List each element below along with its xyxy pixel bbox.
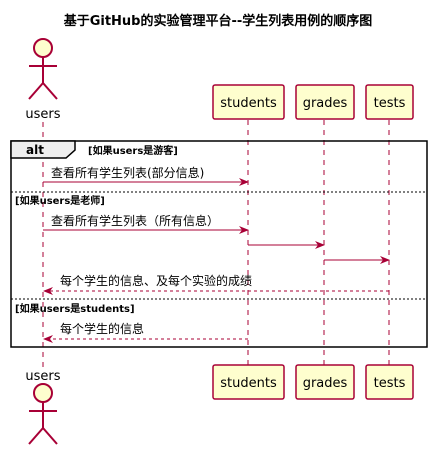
participant-grades-bottom: grades <box>295 364 355 400</box>
actor-name-top: users <box>25 107 60 122</box>
participant-box <box>365 364 414 400</box>
actor-right-leg <box>42 82 58 100</box>
message-1: 查看所有学生列表(部分信息) <box>43 165 249 186</box>
actor-left-leg <box>28 82 44 100</box>
participant-box <box>295 364 355 400</box>
diagram-title: 基于GitHub的实验管理平台--学生列表用例的顺序图 <box>63 13 373 29</box>
guard-teacher: [如果users是老师] <box>15 194 105 207</box>
participant-label: students <box>220 96 277 111</box>
participant-box <box>212 364 285 400</box>
message-label: 每个学生的信息、及每个实验的成绩 <box>60 273 252 288</box>
message-2: 查看所有学生列表（所有信息） <box>43 213 249 234</box>
message-label: 查看所有学生列表(部分信息) <box>51 165 204 180</box>
participant-box <box>295 84 355 120</box>
participant-box <box>212 84 285 120</box>
alt-tab <box>10 140 76 159</box>
actor-left-leg <box>28 427 44 445</box>
actor-right-leg <box>42 427 58 445</box>
actor-name-bottom: users <box>25 369 60 384</box>
guard-student: [如果users是students] <box>15 302 135 315</box>
actor-head <box>33 383 53 403</box>
participant-students-bottom: students <box>212 364 285 400</box>
participant-label: grades <box>303 376 348 391</box>
participant-box <box>365 84 414 120</box>
actor-users-bottom <box>28 383 58 445</box>
guard-visitor: [如果users是游客] <box>88 144 178 157</box>
alt-fragment: alt [如果users是游客] [如果users是老师] [如果users是s… <box>10 140 428 348</box>
participant-tests-top: tests <box>365 84 414 120</box>
message-5: 每个学生的信息、及每个实验的成绩 <box>43 273 389 295</box>
message-label: 查看所有学生列表（所有信息） <box>51 213 219 228</box>
actor-users-top <box>28 38 58 100</box>
participant-label: students <box>220 376 277 391</box>
alt-keyword: alt <box>26 143 44 157</box>
alt-frame <box>10 140 428 348</box>
message-label: 每个学生的信息 <box>60 321 144 336</box>
message-6: 每个学生的信息 <box>43 321 248 343</box>
participant-label: tests <box>374 376 406 391</box>
participant-label: tests <box>374 96 406 111</box>
participant-label: grades <box>303 96 348 111</box>
participant-grades-top: grades <box>295 84 355 120</box>
actor-head <box>33 38 53 58</box>
participant-tests-bottom: tests <box>365 364 414 400</box>
participant-students-top: students <box>212 84 285 120</box>
